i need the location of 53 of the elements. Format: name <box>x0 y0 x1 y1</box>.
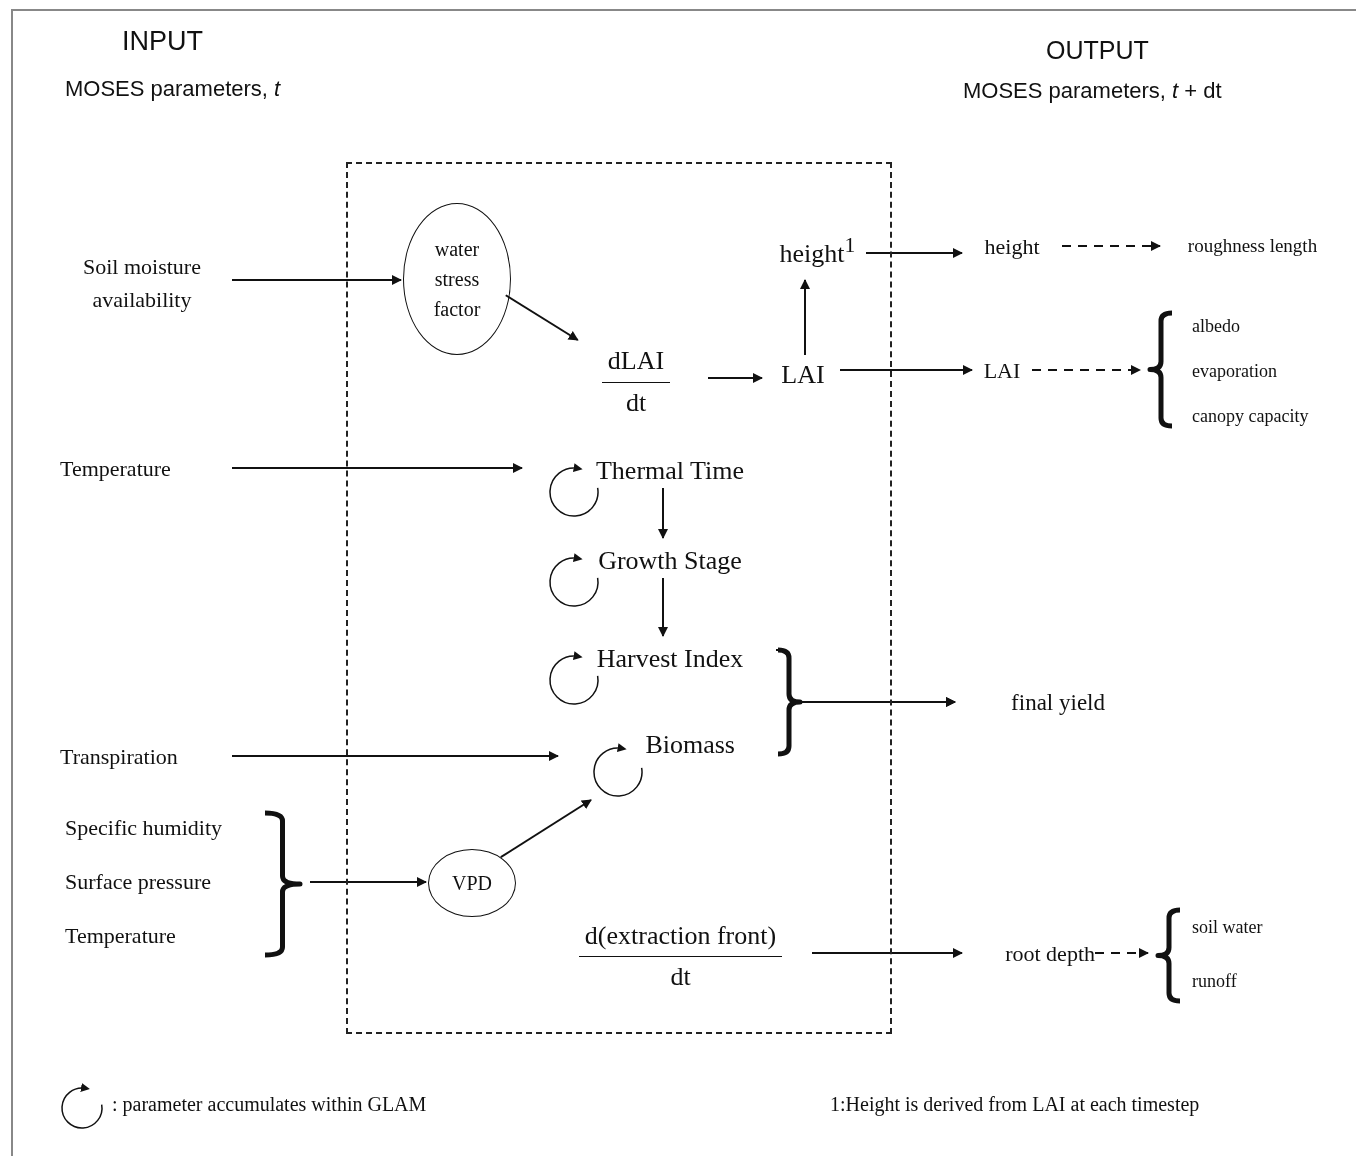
model-boundary-box <box>346 162 892 1034</box>
variable-label: Specific humidity <box>65 813 223 842</box>
variable-label: Soil moisture availability <box>52 245 232 320</box>
variable-label: final yield <box>955 685 1105 721</box>
arrow <box>231 463 523 473</box>
column-subheading: MOSES parameters, t <box>65 76 281 102</box>
column-heading: OUTPUT <box>1046 36 1149 65</box>
variable-label: height$^{1}$ <box>767 220 868 282</box>
arrow <box>707 373 763 383</box>
variable-label: LAI <box>764 357 842 392</box>
arrow <box>658 487 668 539</box>
arrow <box>504 294 579 341</box>
variable-label: albedo <box>1192 315 1240 339</box>
arrow <box>231 275 402 285</box>
variable-label: Harvest Index <box>562 638 778 678</box>
variable-label: Growth Stage <box>562 540 778 580</box>
cycle-arrow <box>549 553 599 607</box>
cycle-arrow <box>549 651 599 705</box>
dashed-arrow <box>1031 365 1141 375</box>
dashed-arrow <box>1094 948 1149 958</box>
column-heading: INPUT <box>122 26 203 57</box>
cycle-arrow <box>549 463 599 517</box>
variable-label: runoff <box>1192 970 1237 994</box>
variable-label: Temperature <box>65 921 176 950</box>
arrow <box>658 577 668 637</box>
footnote: 1:Height is derived from LAI at each timestep <box>830 1093 1200 1116</box>
fraction-numerator: d(extraction front) <box>578 919 783 957</box>
variable-label: Temperature <box>60 451 232 485</box>
arrow <box>865 248 963 258</box>
arrow <box>499 799 592 859</box>
variable-label: Transpiration <box>60 739 232 773</box>
arrow <box>811 948 963 958</box>
variable-label: height <box>962 229 1062 263</box>
variable-label: Thermal Time <box>524 450 816 490</box>
variable-label: evaporation <box>1192 360 1277 384</box>
arrow <box>309 877 427 887</box>
variable-label: roughness length <box>1160 231 1345 261</box>
dashed-arrow <box>1061 241 1161 251</box>
variable-label: canopy capacity <box>1192 405 1309 429</box>
legend-text: : parameter accumulates within GLAM <box>112 1093 427 1116</box>
variable-label: Surface pressure <box>65 867 211 896</box>
fraction-denominator: dt <box>625 386 647 419</box>
variable-label: soil water <box>1192 916 1263 940</box>
arrow <box>800 279 810 356</box>
column-subheading: MOSES parameters, t + dt <box>963 78 1222 104</box>
variable-label: root depth <box>962 936 1095 970</box>
fraction-numerator: dLAI <box>601 345 671 383</box>
variable-label: Biomass <box>560 729 780 802</box>
arrow <box>231 751 559 761</box>
variable-label: LAI <box>972 352 1032 388</box>
fraction-denominator: dt <box>670 961 691 993</box>
arrow <box>839 365 973 375</box>
cycle-arrow <box>593 743 643 797</box>
